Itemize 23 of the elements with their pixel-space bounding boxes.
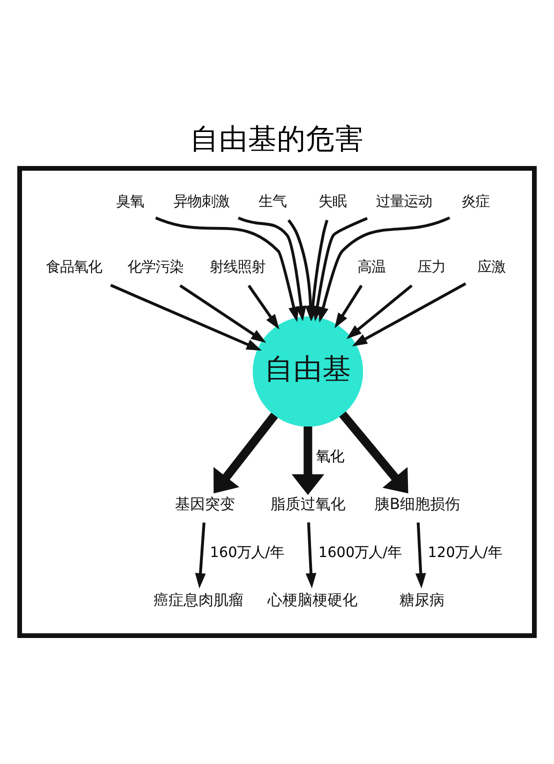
edge-label: 氧化	[316, 448, 344, 464]
node-text: 糖尿病	[400, 590, 445, 608]
node-text: 心梗脑梗硬化	[268, 590, 358, 608]
node-text: 癌症息肉肌瘤	[154, 590, 244, 608]
node-text: 失眠	[318, 194, 347, 210]
edge-label: 1600万人/年	[318, 544, 402, 561]
node-text: 基因突变	[175, 494, 236, 512]
node-text: 化学污染	[128, 259, 184, 276]
node-text: 生气	[258, 194, 287, 210]
node-text: 臭氧	[116, 194, 144, 210]
diagram-title: 自由基的危害	[190, 122, 364, 155]
edge-label: 160万人/年	[210, 544, 284, 561]
edge-label: 120万人/年	[428, 544, 502, 561]
node-text: 胰B细胞损伤	[374, 494, 460, 512]
node-text: 食品氧化	[46, 259, 102, 276]
node-text: 炎症	[461, 194, 490, 210]
node-text: 射线照射	[210, 259, 266, 276]
node-text: 高温	[358, 259, 386, 276]
node-text: 压力	[418, 259, 446, 276]
node-text: 脂质过氧化	[270, 494, 346, 512]
node-text: 过量运动	[376, 194, 432, 210]
node-text: 应激	[478, 259, 506, 276]
node-text: 异物刺激	[173, 194, 230, 210]
